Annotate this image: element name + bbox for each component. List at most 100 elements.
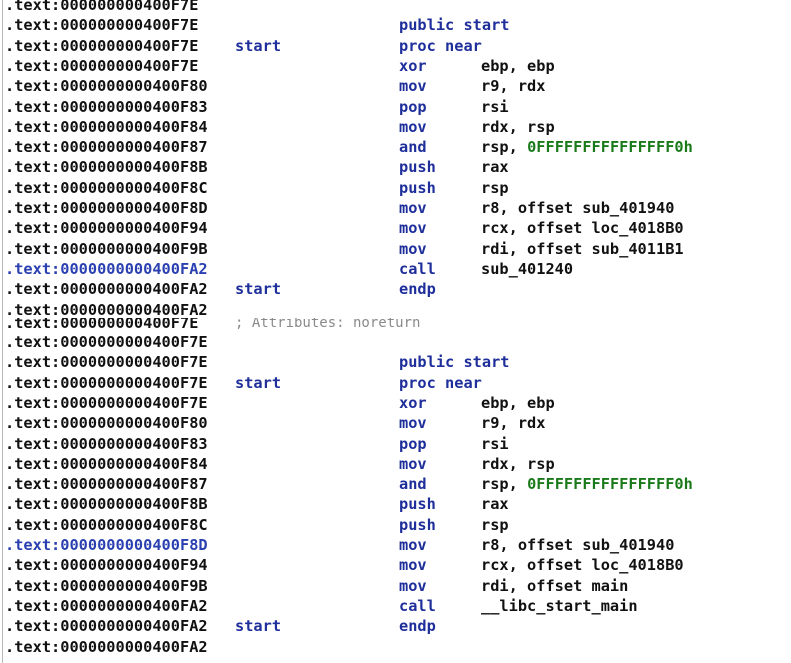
- instruction-mnemonic: pop: [399, 97, 427, 116]
- line-address: .text:0000000000400FA2: [5, 637, 208, 656]
- instruction-operands: rsp, 0FFFFFFFFFFFFFFF0h: [481, 474, 693, 494]
- line-address: .text:000000000400F7E: [5, 318, 199, 332]
- line-address: .text:0000000000400F8C: [5, 515, 208, 534]
- function-label: start: [235, 36, 282, 55]
- operand-text: rax: [481, 158, 509, 177]
- instruction-mnemonic: mov: [399, 219, 427, 238]
- line-address: .text:0000000000400FA2: [5, 596, 208, 615]
- operand-text: rax: [481, 495, 509, 514]
- instruction-mnemonic: pop: [399, 434, 427, 453]
- instruction-operands: rsi: [481, 434, 509, 454]
- instruction-operands: r8, offset sub_401940: [481, 198, 674, 218]
- line-address: .text:0000000000400F8B: [5, 158, 208, 177]
- operand-text: r8, offset sub_401940: [481, 199, 675, 217]
- instruction-operands: r8, offset sub_401940: [481, 535, 674, 555]
- instruction-mnemonic: mov: [399, 117, 427, 136]
- pane-left-border: [2, 0, 3, 318]
- line-address: .text:0000000000400F7E: [5, 393, 208, 412]
- instruction-mnemonic: call: [399, 259, 436, 278]
- instruction-operands: sub_401240: [481, 259, 573, 279]
- instruction-operands: rdx, rsp: [481, 117, 555, 137]
- instruction-mnemonic: mov: [399, 199, 427, 217]
- line-address: .text:0000000000400F7E: [5, 373, 208, 392]
- instruction-mnemonic: proc near: [399, 36, 482, 55]
- operand-text: ebp, ebp: [481, 56, 555, 75]
- line-address: .text:0000000000400F94: [5, 556, 208, 575]
- instruction-mnemonic: public start: [399, 353, 510, 372]
- line-address: .text:0000000000400F8B: [5, 495, 208, 514]
- line-address: .text:0000000000400F8C: [5, 178, 208, 197]
- instruction-mnemonic: and: [399, 475, 427, 494]
- instruction-operands: ebp, ebp: [481, 56, 555, 76]
- operand-text: rdi, offset sub_4011B1: [481, 239, 684, 258]
- comment-line[interactable]: .text:000000000400F7E ; Attributes: nore…: [5, 318, 420, 333]
- instruction-operands: rax: [481, 494, 509, 514]
- instruction-operands: rcx, offset loc_4018B0: [481, 218, 684, 238]
- immediate-value: 0FFFFFFFFFFFFFFF0h: [527, 138, 693, 157]
- instruction-operands: r9, rdx: [481, 413, 545, 433]
- instruction-mnemonic: mov: [399, 556, 427, 575]
- line-address: .text:0000000000400FA2: [5, 300, 208, 319]
- instruction-operands: __libc_start_main: [481, 596, 638, 616]
- operand-text: rsi: [481, 434, 509, 453]
- line-address: .text:0000000000400F83: [5, 97, 208, 116]
- instruction-mnemonic: xor: [399, 393, 427, 412]
- instruction-operands: rsp, 0FFFFFFFFFFFFFFF0h: [481, 137, 693, 157]
- instruction-operands: rdi, offset main: [481, 576, 628, 596]
- line-address: .text:000000000400F7E: [5, 16, 199, 35]
- line-address: .text:0000000000400F80: [5, 414, 208, 433]
- operand-text: rcx, offset loc_4018B0: [481, 219, 684, 238]
- function-label: start: [235, 373, 282, 392]
- line-address: .text:0000000000400F8D: [5, 199, 208, 217]
- instruction-mnemonic: mov: [399, 239, 427, 258]
- line-address: .text:0000000000400F9B: [5, 576, 208, 595]
- disassembly-pane-before[interactable]: .text:000000000400F7E.text:000000000400F…: [0, 0, 791, 318]
- operand-text: rcx, offset loc_4018B0: [481, 556, 684, 575]
- instruction-mnemonic: and: [399, 138, 427, 157]
- line-address: .text:0000000000400F83: [5, 434, 208, 453]
- operand-text: rsp: [481, 178, 509, 197]
- line-address: .text:0000000000400F84: [5, 117, 208, 136]
- instruction-operands: ebp, ebp: [481, 393, 555, 413]
- function-label: start: [235, 280, 282, 299]
- instruction-operands: rcx, offset loc_4018B0: [481, 555, 684, 575]
- line-address: .text:0000000000400F87: [5, 475, 208, 494]
- operand-text: sub_401240: [481, 259, 574, 278]
- immediate-value: 0FFFFFFFFFFFFFFF0h: [527, 475, 693, 494]
- operand-text: r9, rdx: [481, 77, 546, 96]
- operand-text: ebp, ebp: [481, 393, 555, 412]
- line-address: .text:0000000000400F7E: [5, 353, 208, 372]
- operand-text: rdx, rsp: [481, 454, 555, 473]
- line-address: .text:0000000000400FA2: [5, 259, 208, 278]
- line-address: .text:0000000000400FA2: [5, 280, 208, 299]
- line-address: .text:0000000000400F80: [5, 77, 208, 96]
- operand-text: rsp,: [481, 138, 528, 157]
- line-address: .text:0000000000400FA2: [5, 617, 208, 636]
- instruction-mnemonic: mov: [399, 536, 427, 554]
- line-address: .text:0000000000400F94: [5, 219, 208, 238]
- operand-text: r8, offset sub_401940: [481, 536, 675, 554]
- instruction-mnemonic: mov: [399, 454, 427, 473]
- operand-text: rdx, rsp: [481, 117, 555, 136]
- instruction-mnemonic: proc near: [399, 373, 482, 392]
- instruction-mnemonic: push: [399, 495, 436, 514]
- line-address: .text:0000000000400F8D: [5, 536, 208, 554]
- instruction-mnemonic: push: [399, 158, 436, 177]
- instruction-operands: rax: [481, 157, 509, 177]
- operand-text: rdi, offset main: [481, 576, 629, 595]
- line-address: .text:000000000400F7E: [5, 0, 199, 14]
- instruction-mnemonic: endp: [399, 280, 436, 299]
- instruction-mnemonic: mov: [399, 414, 427, 433]
- instruction-mnemonic: mov: [399, 576, 427, 595]
- line-address: .text:0000000000400F7E: [5, 333, 208, 351]
- operand-text: __libc_start_main: [481, 596, 638, 615]
- pane-left-border: [2, 318, 3, 663]
- instruction-operands: rsp: [481, 178, 509, 198]
- instruction-mnemonic: mov: [399, 77, 427, 96]
- instruction-operands: rsi: [481, 97, 509, 117]
- instruction-mnemonic: push: [399, 178, 436, 197]
- instruction-operands: r9, rdx: [481, 76, 545, 96]
- disassembly-pane-after[interactable]: .text:000000000400F7E ; Attributes: nore…: [0, 318, 791, 663]
- instruction-operands: rdx, rsp: [481, 454, 555, 474]
- line-address: .text:000000000400F7E: [5, 36, 199, 55]
